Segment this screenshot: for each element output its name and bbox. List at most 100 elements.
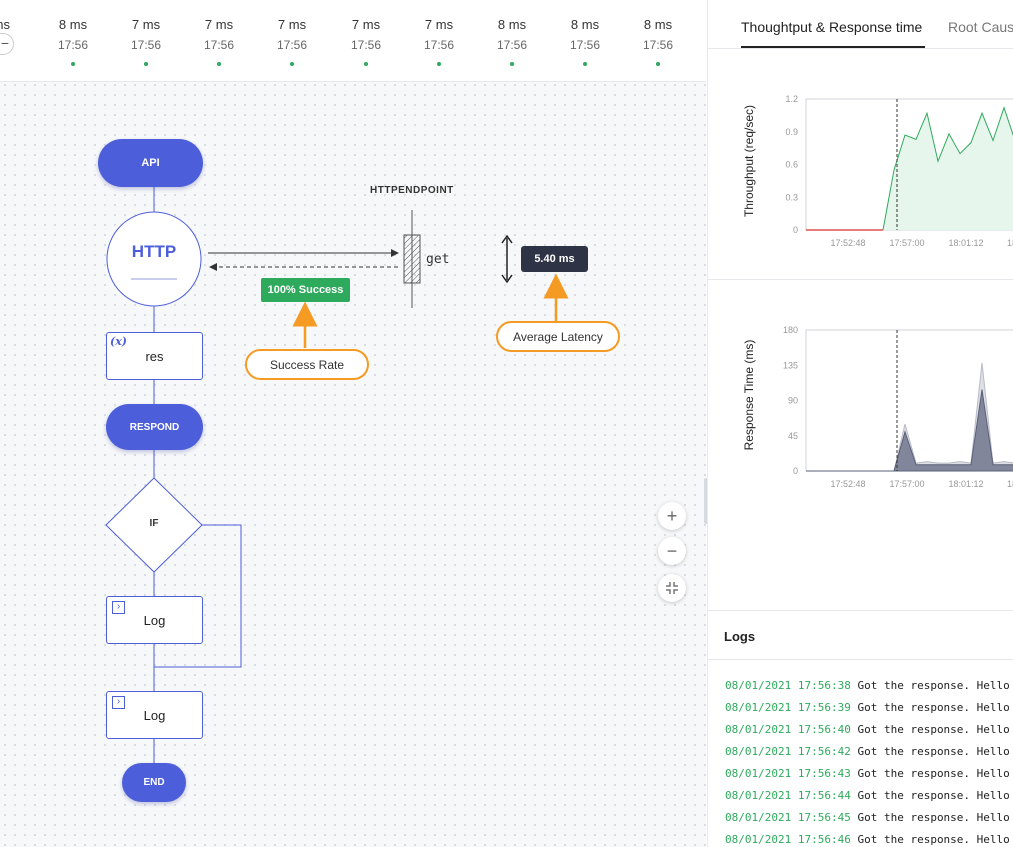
http-node-label[interactable]: HTTP <box>131 242 177 261</box>
zoom-out-button[interactable]: − <box>658 537 686 565</box>
end-node[interactable]: END <box>122 763 186 802</box>
success-badge: 100% Success <box>261 278 350 302</box>
log-message: Got the response. Hello <box>857 679 1010 692</box>
fit-screen-icon <box>666 582 678 594</box>
timeline-time: 17:56 <box>276 38 308 52</box>
log-timestamp: 08/01/2021 17:56:44 <box>725 789 851 802</box>
log-timestamp: 08/01/2021 17:56:45 <box>725 811 851 824</box>
log-entry: 08/01/2021 17:56:39 Got the response. He… <box>725 701 1013 723</box>
series-area <box>806 389 1013 472</box>
log-entry: 08/01/2021 17:56:40 Got the response. He… <box>725 723 1013 745</box>
timeline-bar: − ms 8 ms 17:56 7 ms 17:56 7 ms 17:56 7 ms 17:56… <box>0 0 706 82</box>
respond-label: RESPOND <box>129 421 180 433</box>
res-node[interactable]: (x) res <box>106 332 203 380</box>
log-entry: 08/01/2021 17:56:42 Got the response. He… <box>725 745 1013 767</box>
minus-icon: − <box>0 35 9 51</box>
latency-badge: 5.40 ms <box>521 246 588 272</box>
fit-screen-button[interactable] <box>658 574 686 602</box>
panel-resize-handle[interactable] <box>704 478 708 524</box>
log-message: Got the response. Hello <box>857 701 1010 714</box>
x-tick-label: 17:57:00 <box>889 238 924 248</box>
active-tab-indicator <box>741 46 925 48</box>
respond-node[interactable]: RESPOND <box>106 404 203 450</box>
timeline-duration: 8 ms <box>570 17 600 32</box>
y-tick-label: 90 <box>788 396 798 406</box>
minus-icon: − <box>666 540 678 561</box>
timeline-duration: 7 ms <box>204 17 234 32</box>
flow-canvas[interactable]: API HTTP HTTPENDPOINT get 100% Success 5… <box>0 82 706 847</box>
y-tick-label: 0 <box>793 466 798 476</box>
timeline-item[interactable]: 7 ms 17:56 <box>409 17 469 66</box>
flow-canvas-panel: − ms 8 ms 17:56 7 ms 17:56 7 ms 17:56 7 ms 17:56… <box>0 0 706 847</box>
x-tick-label: 18 <box>1007 479 1013 489</box>
metrics-tabs: Thoughtput & Response time Root Caus <box>708 0 1013 49</box>
status-dot <box>437 62 441 66</box>
timeline-item[interactable]: 7 ms 17:56 <box>262 17 322 66</box>
x-tick-label: 17:52:48 <box>830 479 865 489</box>
x-tick-label: 17:52:48 <box>830 238 865 248</box>
metrics-panel: Thoughtput & Response time Root Caus Thr… <box>707 0 1013 847</box>
log-timestamp: 08/01/2021 17:56:38 <box>725 679 851 692</box>
endpoint-method: get <box>426 252 450 267</box>
log-entry: 08/01/2021 17:56:46 Got the response. He… <box>725 833 1013 847</box>
log-timestamp: 08/01/2021 17:56:42 <box>725 745 851 758</box>
timeline-duration: 7 ms <box>277 17 307 32</box>
timeline-time: 17:56 <box>423 38 455 52</box>
if-node-label[interactable]: IF <box>149 518 159 529</box>
timeline-time: 17:56 <box>57 38 89 52</box>
response-ylabel: Response Time (ms) <box>742 339 756 451</box>
throughput-ylabel: Throughput (req/sec) <box>742 104 756 218</box>
y-tick-label: 1.2 <box>785 94 798 104</box>
timeline-item[interactable]: 8 ms 17:56 <box>555 17 615 66</box>
log-node-1[interactable]: › Log <box>106 596 203 644</box>
log-label: Log <box>143 707 166 723</box>
res-label: res <box>145 348 164 364</box>
status-dot <box>290 62 294 66</box>
timeline-time: 17:56 <box>569 38 601 52</box>
zoom-in-button[interactable]: + <box>658 502 686 530</box>
y-tick-label: 45 <box>788 431 798 441</box>
log-message: Got the response. Hello <box>857 723 1010 736</box>
timeline-item[interactable]: ms <box>0 17 36 38</box>
success-rate-callout: Success Rate <box>245 349 369 380</box>
timeline-duration: ms <box>0 17 10 32</box>
y-tick-label: 0.9 <box>785 127 798 137</box>
flow-connectors <box>105 187 569 763</box>
x-tick-label: 18:01:12 <box>948 238 983 248</box>
status-dot <box>144 62 148 66</box>
timeline-duration: 7 ms <box>424 17 454 32</box>
log-timestamp: 08/01/2021 17:56:43 <box>725 767 851 780</box>
tab-throughput-response[interactable]: Thoughtput & Response time <box>741 19 923 35</box>
log-node-2[interactable]: › Log <box>106 691 203 739</box>
endpoint-title: HTTPENDPOINT <box>370 185 454 196</box>
api-node[interactable]: API <box>98 139 203 187</box>
log-message: Got the response. Hello <box>857 745 1010 758</box>
log-entry: 08/01/2021 17:56:45 Got the response. He… <box>725 811 1013 833</box>
series-line <box>882 106 1013 231</box>
log-icon: › <box>112 601 125 614</box>
log-timestamp: 08/01/2021 17:56:46 <box>725 833 851 846</box>
tab-root-cause[interactable]: Root Caus <box>948 19 1013 35</box>
timeline-duration: 7 ms <box>131 17 161 32</box>
end-label: END <box>143 777 165 788</box>
variable-icon: (x) <box>110 335 127 348</box>
logs-title: Logs <box>724 629 756 644</box>
y-tick-label: 0.6 <box>785 160 798 170</box>
x-tick-label: 18:01:12 <box>948 479 983 489</box>
status-dot <box>656 62 660 66</box>
logs-list: 08/01/2021 17:56:38 Got the response. He… <box>725 679 1013 847</box>
x-tick-label: 17:57:00 <box>889 479 924 489</box>
chart-divider <box>708 279 1013 280</box>
timeline-duration: 8 ms <box>497 17 527 32</box>
series-fill <box>883 107 1013 230</box>
